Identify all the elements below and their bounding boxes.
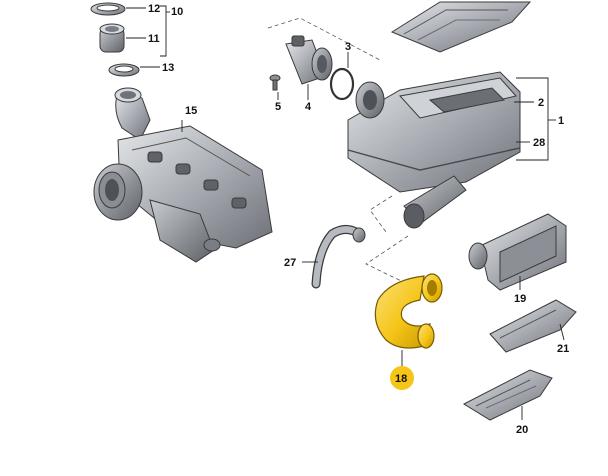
callout-1: 1 bbox=[558, 115, 564, 127]
clamp-part-13 bbox=[108, 63, 140, 77]
callout-5: 5 bbox=[275, 101, 281, 113]
callout-4: 4 bbox=[305, 101, 312, 113]
air-guide-part-21 bbox=[489, 299, 577, 353]
turbocharger-manifold-part-15 bbox=[93, 87, 273, 263]
callout-19: 19 bbox=[514, 293, 526, 305]
callout-27: 27 bbox=[284, 257, 296, 269]
engine-cover-part bbox=[390, 1, 532, 53]
callout-10: 10 bbox=[171, 6, 183, 18]
air-mass-meter-part-4 bbox=[285, 35, 333, 85]
callout-15: 15 bbox=[185, 105, 197, 117]
callout-12: 12 bbox=[148, 3, 160, 15]
seal-ring-part-3 bbox=[329, 67, 355, 101]
clamp-part-12 bbox=[90, 2, 126, 16]
callout-21: 21 bbox=[557, 343, 569, 355]
callout-13: 13 bbox=[162, 62, 174, 74]
callout-3: 3 bbox=[345, 41, 351, 53]
sleeve-part-11 bbox=[99, 23, 125, 53]
vent-hose-part-27 bbox=[311, 224, 366, 289]
callout-20: 20 bbox=[516, 424, 528, 436]
air-duct-part-19 bbox=[468, 213, 567, 291]
screw-part-5 bbox=[269, 74, 281, 91]
callout-28: 28 bbox=[533, 137, 545, 149]
callout-18: 18 bbox=[395, 373, 407, 385]
callout-11: 11 bbox=[148, 33, 160, 45]
air-filter-housing-part-1 bbox=[347, 71, 521, 229]
callout-2: 2 bbox=[538, 97, 544, 109]
air-guide-part-20 bbox=[462, 369, 553, 421]
callout-18-highlight bbox=[390, 366, 414, 390]
intake-hose-part-18 bbox=[374, 273, 443, 349]
